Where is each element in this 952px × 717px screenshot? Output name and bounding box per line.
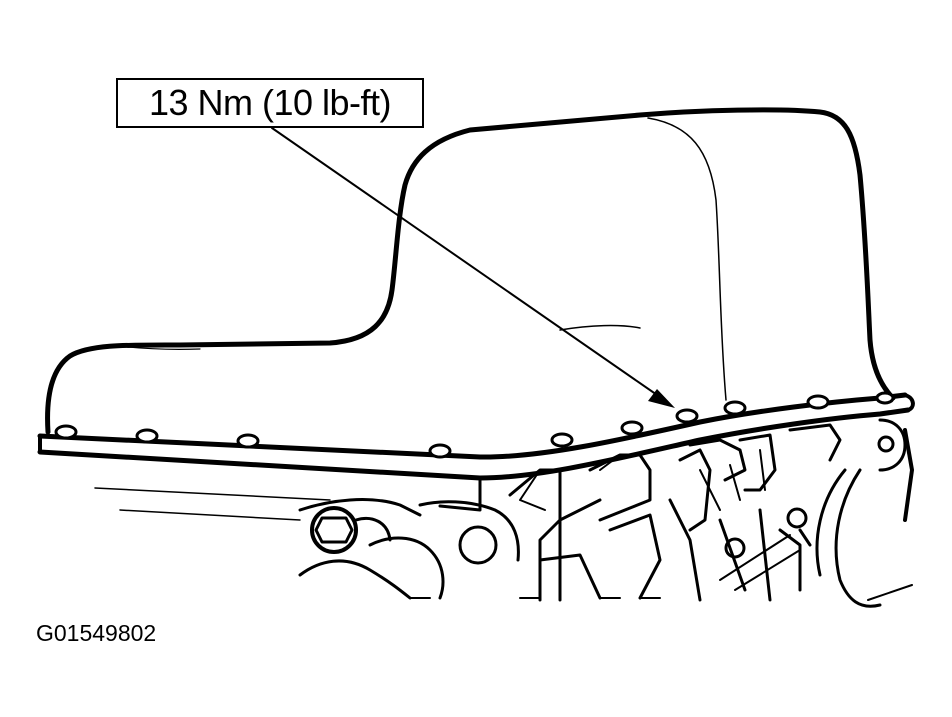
flange-bolts [54, 391, 895, 459]
leader-arrowhead [648, 389, 675, 408]
engine-block [94, 418, 914, 608]
flange-front-edge [438, 476, 482, 512]
pan-flange-end [38, 393, 915, 454]
bolt [875, 391, 895, 405]
bolt [135, 428, 159, 444]
figure-id-label: G01549802 [36, 620, 157, 646]
bolt [620, 420, 644, 436]
oil-pan-rear-contour [647, 117, 727, 401]
bolt [428, 443, 452, 459]
torque-spec-label: 13 Nm (10 lb-ft) [148, 82, 392, 123]
drain-plug [310, 506, 358, 554]
oil-pan-inner-curve [559, 324, 641, 331]
bolt [723, 400, 747, 416]
torque-spec-callout: 13 Nm (10 lb-ft) [116, 78, 424, 128]
bolt [550, 432, 574, 448]
bolt [806, 394, 830, 410]
bolt [54, 424, 78, 440]
oil-pan-inner-curve-2 [109, 344, 201, 350]
bolt [236, 433, 260, 449]
pan-flange-bottom [37, 407, 911, 481]
leader-line [271, 127, 661, 398]
pan-flange-top [37, 392, 908, 460]
oil-pan-body [45, 107, 896, 435]
bolt [675, 408, 699, 424]
